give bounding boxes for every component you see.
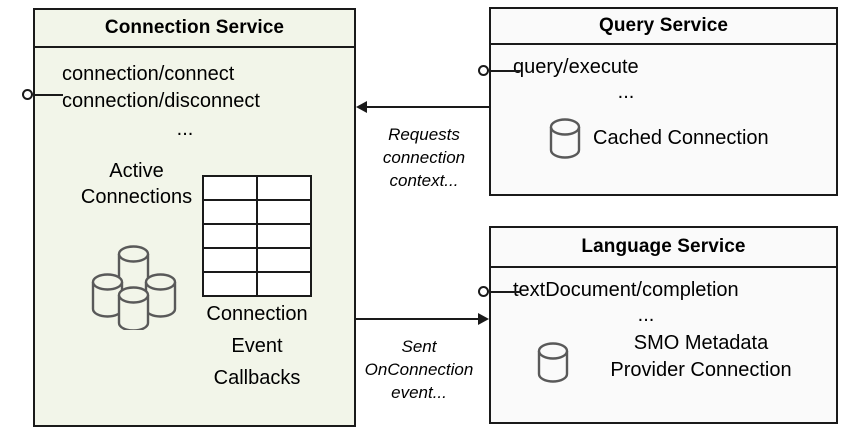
connector-connection-to-language[interactable] bbox=[356, 318, 478, 320]
query-service-body: query/execute ... Cached Connection bbox=[491, 45, 836, 194]
smo-metadata-provider-line2: Provider Connection bbox=[610, 359, 792, 381]
lollipop-stem bbox=[33, 94, 63, 96]
connector-label-line3: context... bbox=[389, 171, 459, 190]
connector-label-line2: OnConnection bbox=[364, 360, 474, 379]
component-connection-service[interactable]: Connection Service connection/connect co… bbox=[33, 8, 356, 427]
connector-label-line1: Requests bbox=[388, 125, 460, 144]
connection-event-callbacks-line3: Callbacks bbox=[213, 367, 301, 389]
table-cell bbox=[202, 271, 258, 297]
database-icon bbox=[548, 116, 582, 166]
table-cell bbox=[256, 223, 312, 249]
query-service-ellipsis: ... bbox=[617, 81, 635, 103]
connector-label-query-to-connection: Requests connection context... bbox=[364, 123, 484, 192]
active-connections-label-line1: Active bbox=[109, 160, 164, 182]
interface-connection-connect: connection/connect bbox=[62, 63, 235, 85]
table-cell bbox=[256, 199, 312, 225]
table-row bbox=[202, 223, 312, 249]
connector-query-to-connection[interactable] bbox=[367, 106, 489, 108]
connection-service-title: Connection Service bbox=[35, 10, 354, 48]
language-service-body: textDocument/completion ... SMO Metadata… bbox=[491, 268, 836, 422]
lollipop-stem bbox=[489, 70, 520, 72]
database-icon bbox=[536, 340, 570, 390]
table-row bbox=[202, 271, 312, 297]
provided-interface-connection-service[interactable] bbox=[22, 89, 63, 100]
connector-label-line3: event... bbox=[391, 383, 447, 402]
language-service-title: Language Service bbox=[491, 228, 836, 268]
language-service-ellipsis: ... bbox=[637, 304, 655, 326]
connector-label-line1: Sent bbox=[401, 337, 437, 356]
table-cell bbox=[256, 271, 312, 297]
arrowhead-left-icon bbox=[356, 101, 367, 113]
table-cell bbox=[202, 175, 258, 201]
lollipop-circle-icon bbox=[22, 89, 33, 100]
active-connections-label-line2: Connections bbox=[80, 186, 193, 208]
provided-interface-language-service[interactable] bbox=[478, 286, 520, 297]
connection-event-callbacks-line1: Connection bbox=[206, 303, 308, 325]
table-cell bbox=[256, 175, 312, 201]
cached-connection-label: Cached Connection bbox=[593, 127, 769, 149]
lollipop-circle-icon bbox=[478, 286, 489, 297]
lollipop-circle-icon bbox=[478, 65, 489, 76]
table-cell bbox=[202, 247, 258, 273]
database-stack-icon bbox=[88, 238, 190, 335]
arrowhead-right-icon bbox=[478, 313, 489, 325]
query-service-title: Query Service bbox=[491, 9, 836, 45]
component-query-service[interactable]: Query Service query/execute ... Cached C… bbox=[489, 7, 838, 196]
interface-textdocument-completion: textDocument/completion bbox=[513, 279, 739, 301]
component-language-service[interactable]: Language Service textDocument/completion… bbox=[489, 226, 838, 424]
table-cell bbox=[202, 199, 258, 225]
interface-connection-disconnect: connection/disconnect bbox=[62, 90, 260, 112]
connection-service-ellipsis: ... bbox=[176, 118, 194, 140]
table-row bbox=[202, 175, 312, 201]
lollipop-stem bbox=[489, 291, 520, 293]
connector-label-line2: connection bbox=[382, 148, 466, 167]
connection-event-callbacks-line2: Event bbox=[231, 335, 283, 357]
table-cell bbox=[256, 247, 312, 273]
table-row bbox=[202, 199, 312, 225]
smo-metadata-provider-line1: SMO Metadata bbox=[633, 332, 769, 354]
interface-query-execute: query/execute bbox=[513, 56, 639, 78]
connection-service-body: connection/connect connection/disconnect… bbox=[35, 48, 354, 425]
connector-label-connection-to-language: Sent OnConnection event... bbox=[352, 335, 486, 404]
provided-interface-query-service[interactable] bbox=[478, 65, 520, 76]
table-cell bbox=[202, 223, 258, 249]
table-row bbox=[202, 247, 312, 273]
connection-event-callbacks-table bbox=[202, 175, 312, 297]
